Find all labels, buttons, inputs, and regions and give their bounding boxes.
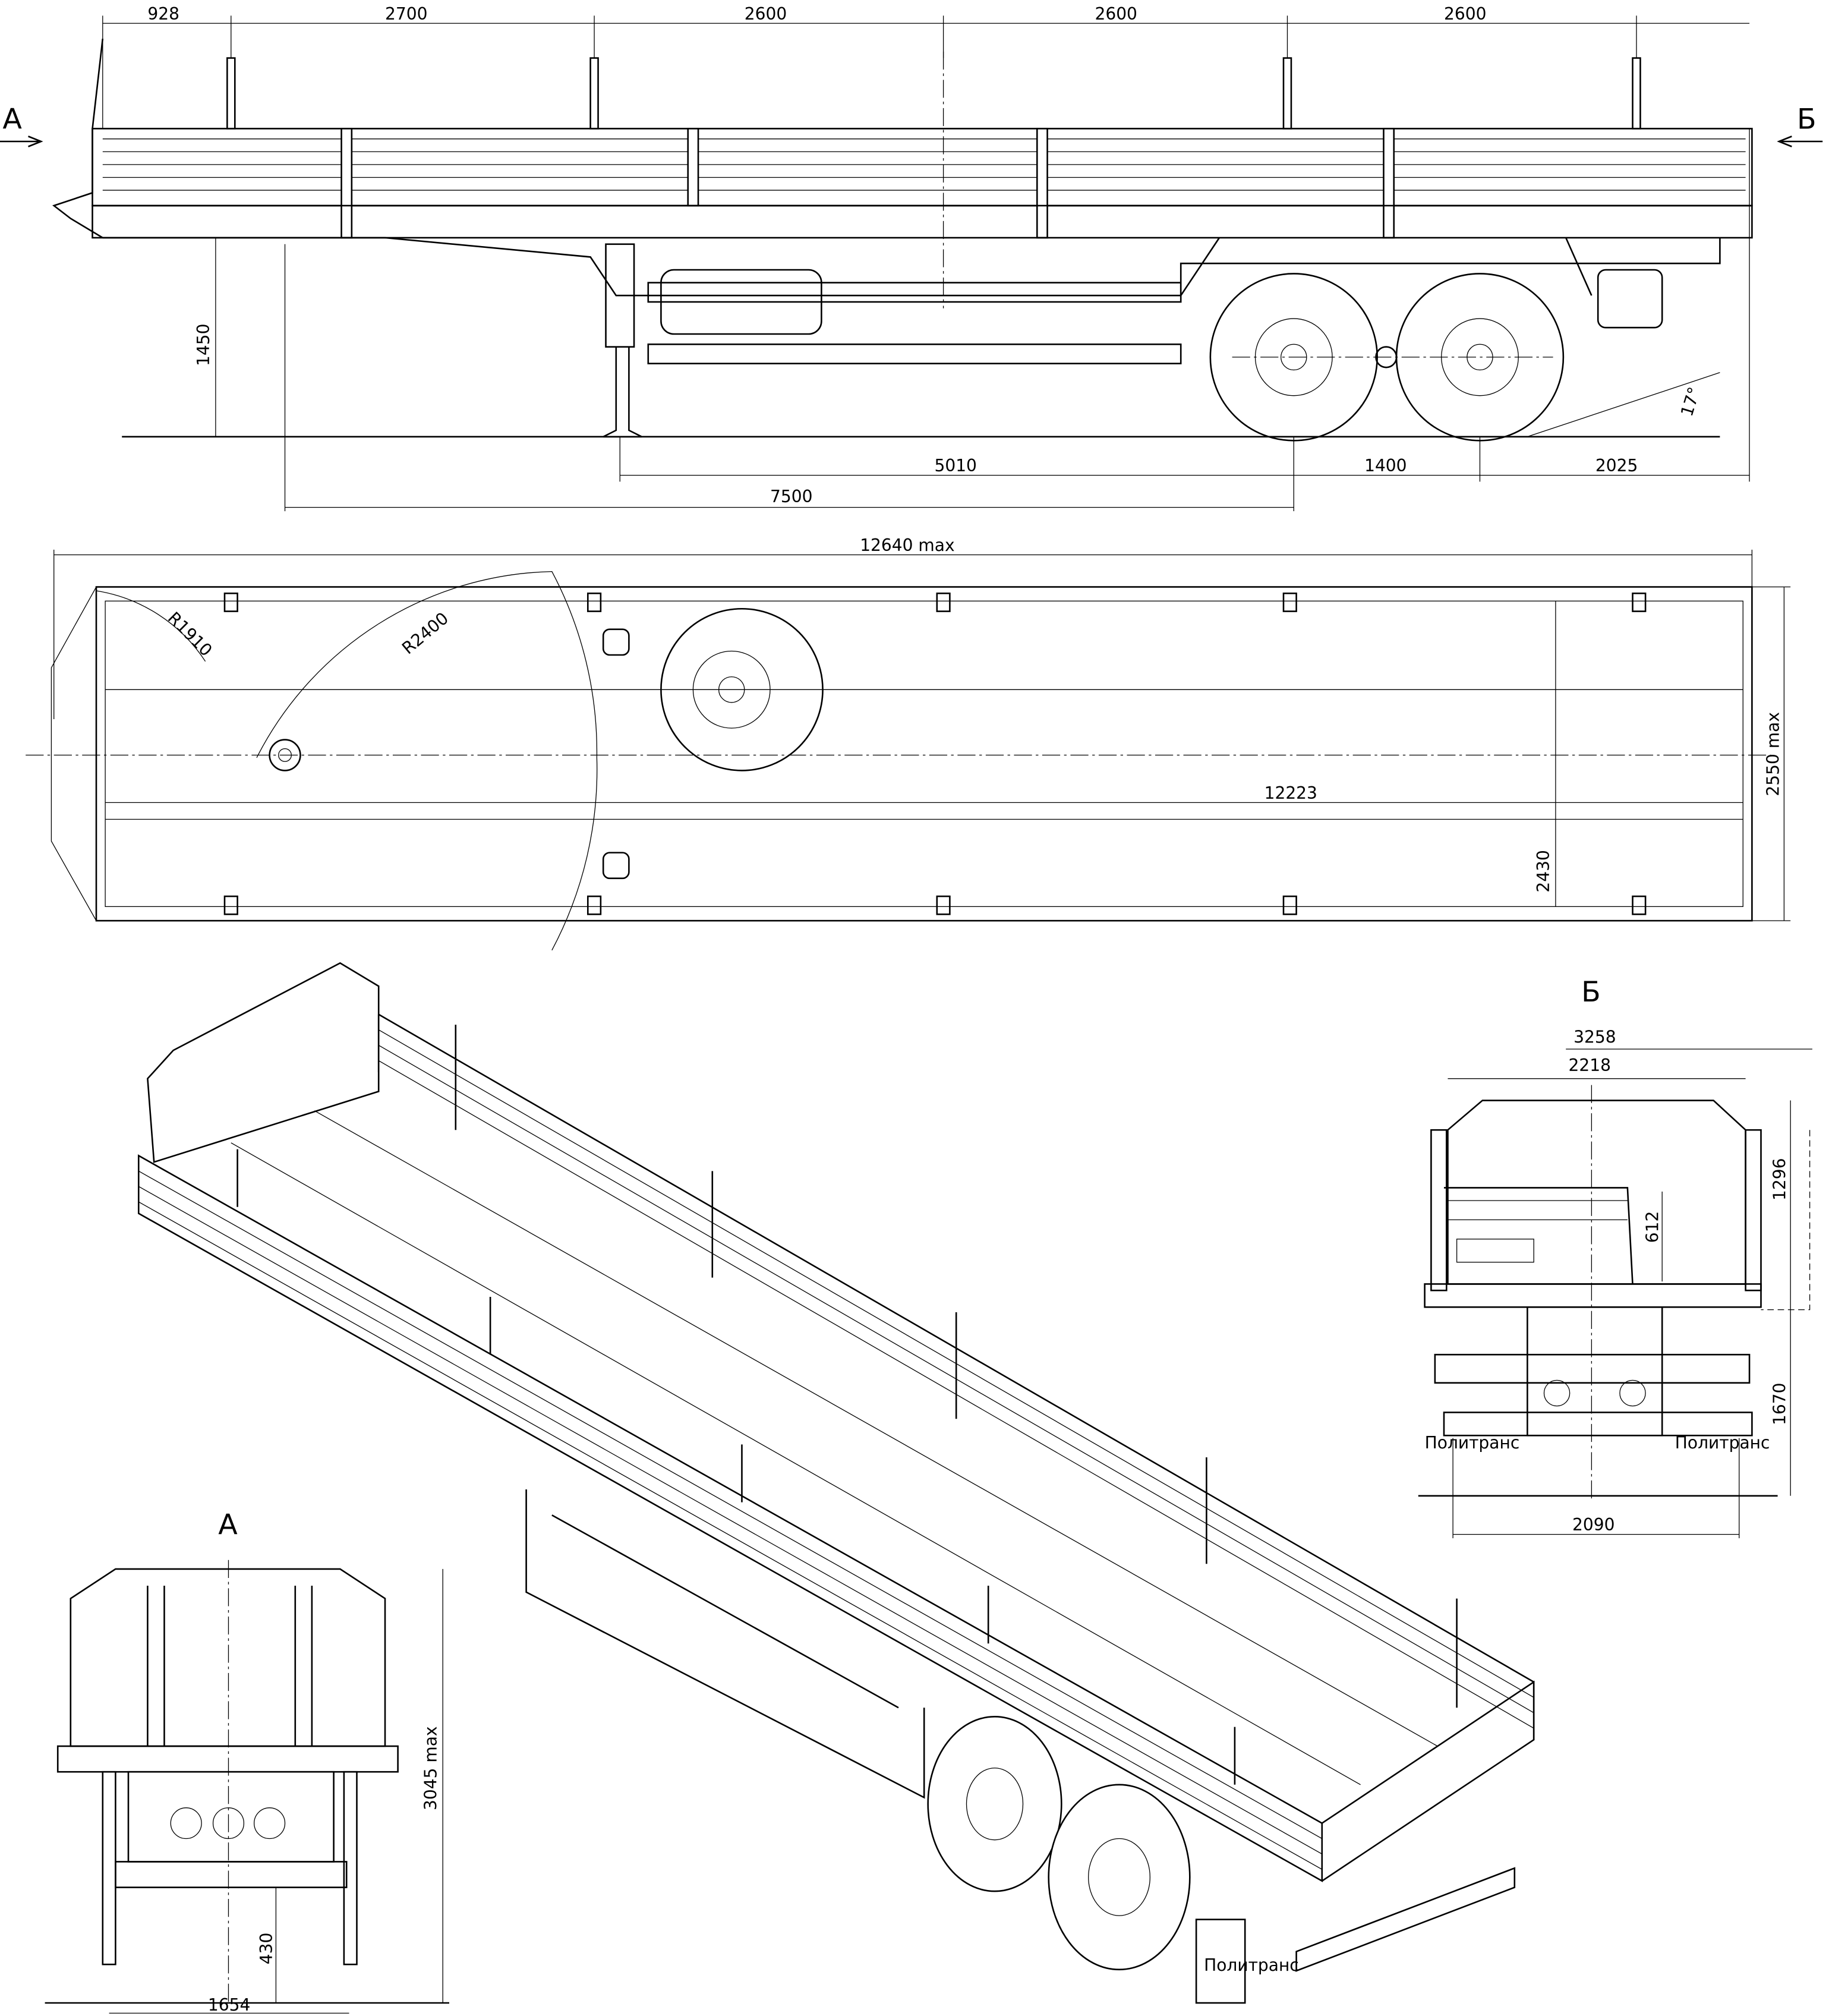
top-view: 12640 max R1910 R2400	[26, 536, 1791, 951]
view-a: А 3045 max 430 1654	[45, 1509, 449, 2015]
iso-front-bulkhead	[147, 962, 380, 1163]
arrow-right-icon	[0, 136, 43, 147]
iso-mudflap-brand: Политранс	[1204, 1955, 1299, 1975]
deck-outline	[95, 586, 1753, 922]
dim-1400: 1400	[1364, 456, 1407, 475]
dim-2218: 2218	[1569, 1056, 1611, 1075]
dim-2700: 2700	[385, 4, 427, 24]
spare-box	[1597, 269, 1663, 329]
mudflap-brand-right: Политранс	[1675, 1433, 1770, 1453]
dim-2025: 2025	[1595, 456, 1638, 475]
dim-overall-length: 12640 max	[860, 536, 954, 555]
mudflap-brand-left: Политранс	[1425, 1433, 1520, 1453]
landing-gear-pads	[602, 628, 630, 880]
departure-angle: 17°	[1677, 385, 1704, 418]
dim-2600-b: 2600	[1095, 4, 1137, 24]
side-bottom-dimensions: 5010 1400 2025 7500	[284, 128, 1750, 512]
view-arrow-a-label: А	[2, 103, 22, 136]
view-b: Б 3258 2218 Политранс Политранс 1296 167…	[1418, 976, 1812, 1539]
spare-wheel-top	[660, 607, 824, 771]
chassis	[102, 237, 1721, 438]
dim-2090: 2090	[1572, 1515, 1614, 1535]
view-b-title: Б	[1581, 976, 1601, 1009]
dim-1450: 1450	[194, 324, 213, 366]
landing-leg	[603, 346, 642, 438]
dim-12223: 12223	[1264, 783, 1317, 803]
arrow-left-icon	[1777, 136, 1823, 147]
side-boards	[92, 128, 1753, 239]
dim-2600-c: 2600	[1444, 4, 1486, 24]
iso-rear-bumper	[1295, 1867, 1516, 1972]
dim-2550-max: 2550 max	[1764, 712, 1783, 796]
side-top-dimensions: 928 2700 2600 2600 2600	[102, 4, 1750, 129]
dim-2430: 2430	[1534, 850, 1553, 892]
front-bulkhead	[52, 39, 104, 239]
dim-5010: 5010	[934, 456, 976, 475]
view-a-title: А	[218, 1509, 238, 1542]
kingpin	[269, 739, 301, 771]
iso-rear-board	[1322, 1680, 1535, 1882]
stake-pockets-top	[223, 593, 1647, 915]
radius-r2400: R2400	[398, 609, 452, 659]
dim-3258: 3258	[1573, 1027, 1616, 1047]
dim-430: 430	[257, 1933, 276, 1965]
side-view: 928 2700 2600 2600 2600 А Б	[0, 4, 1823, 512]
radius-r1910: R1910	[164, 608, 216, 660]
dim-1654: 1654	[208, 1995, 250, 2015]
dim-1670: 1670	[1770, 1383, 1790, 1425]
iso-stakes	[236, 1025, 1458, 1785]
iso-mudflap	[1195, 1919, 1246, 2004]
view-arrow-b-label: Б	[1797, 103, 1817, 136]
isometric-view: Политранс	[137, 962, 1535, 2004]
side-wheels	[1209, 273, 1565, 442]
dim-928: 928	[147, 4, 179, 24]
stakes	[226, 51, 1641, 308]
dim-7500: 7500	[770, 487, 812, 506]
dim-1296: 1296	[1770, 1158, 1790, 1201]
dim-612: 612	[1643, 1211, 1663, 1243]
dim-2600-a: 2600	[745, 4, 787, 24]
iso-wheels	[927, 1716, 1191, 1971]
dim-3045-max: 3045 max	[421, 1726, 440, 1810]
